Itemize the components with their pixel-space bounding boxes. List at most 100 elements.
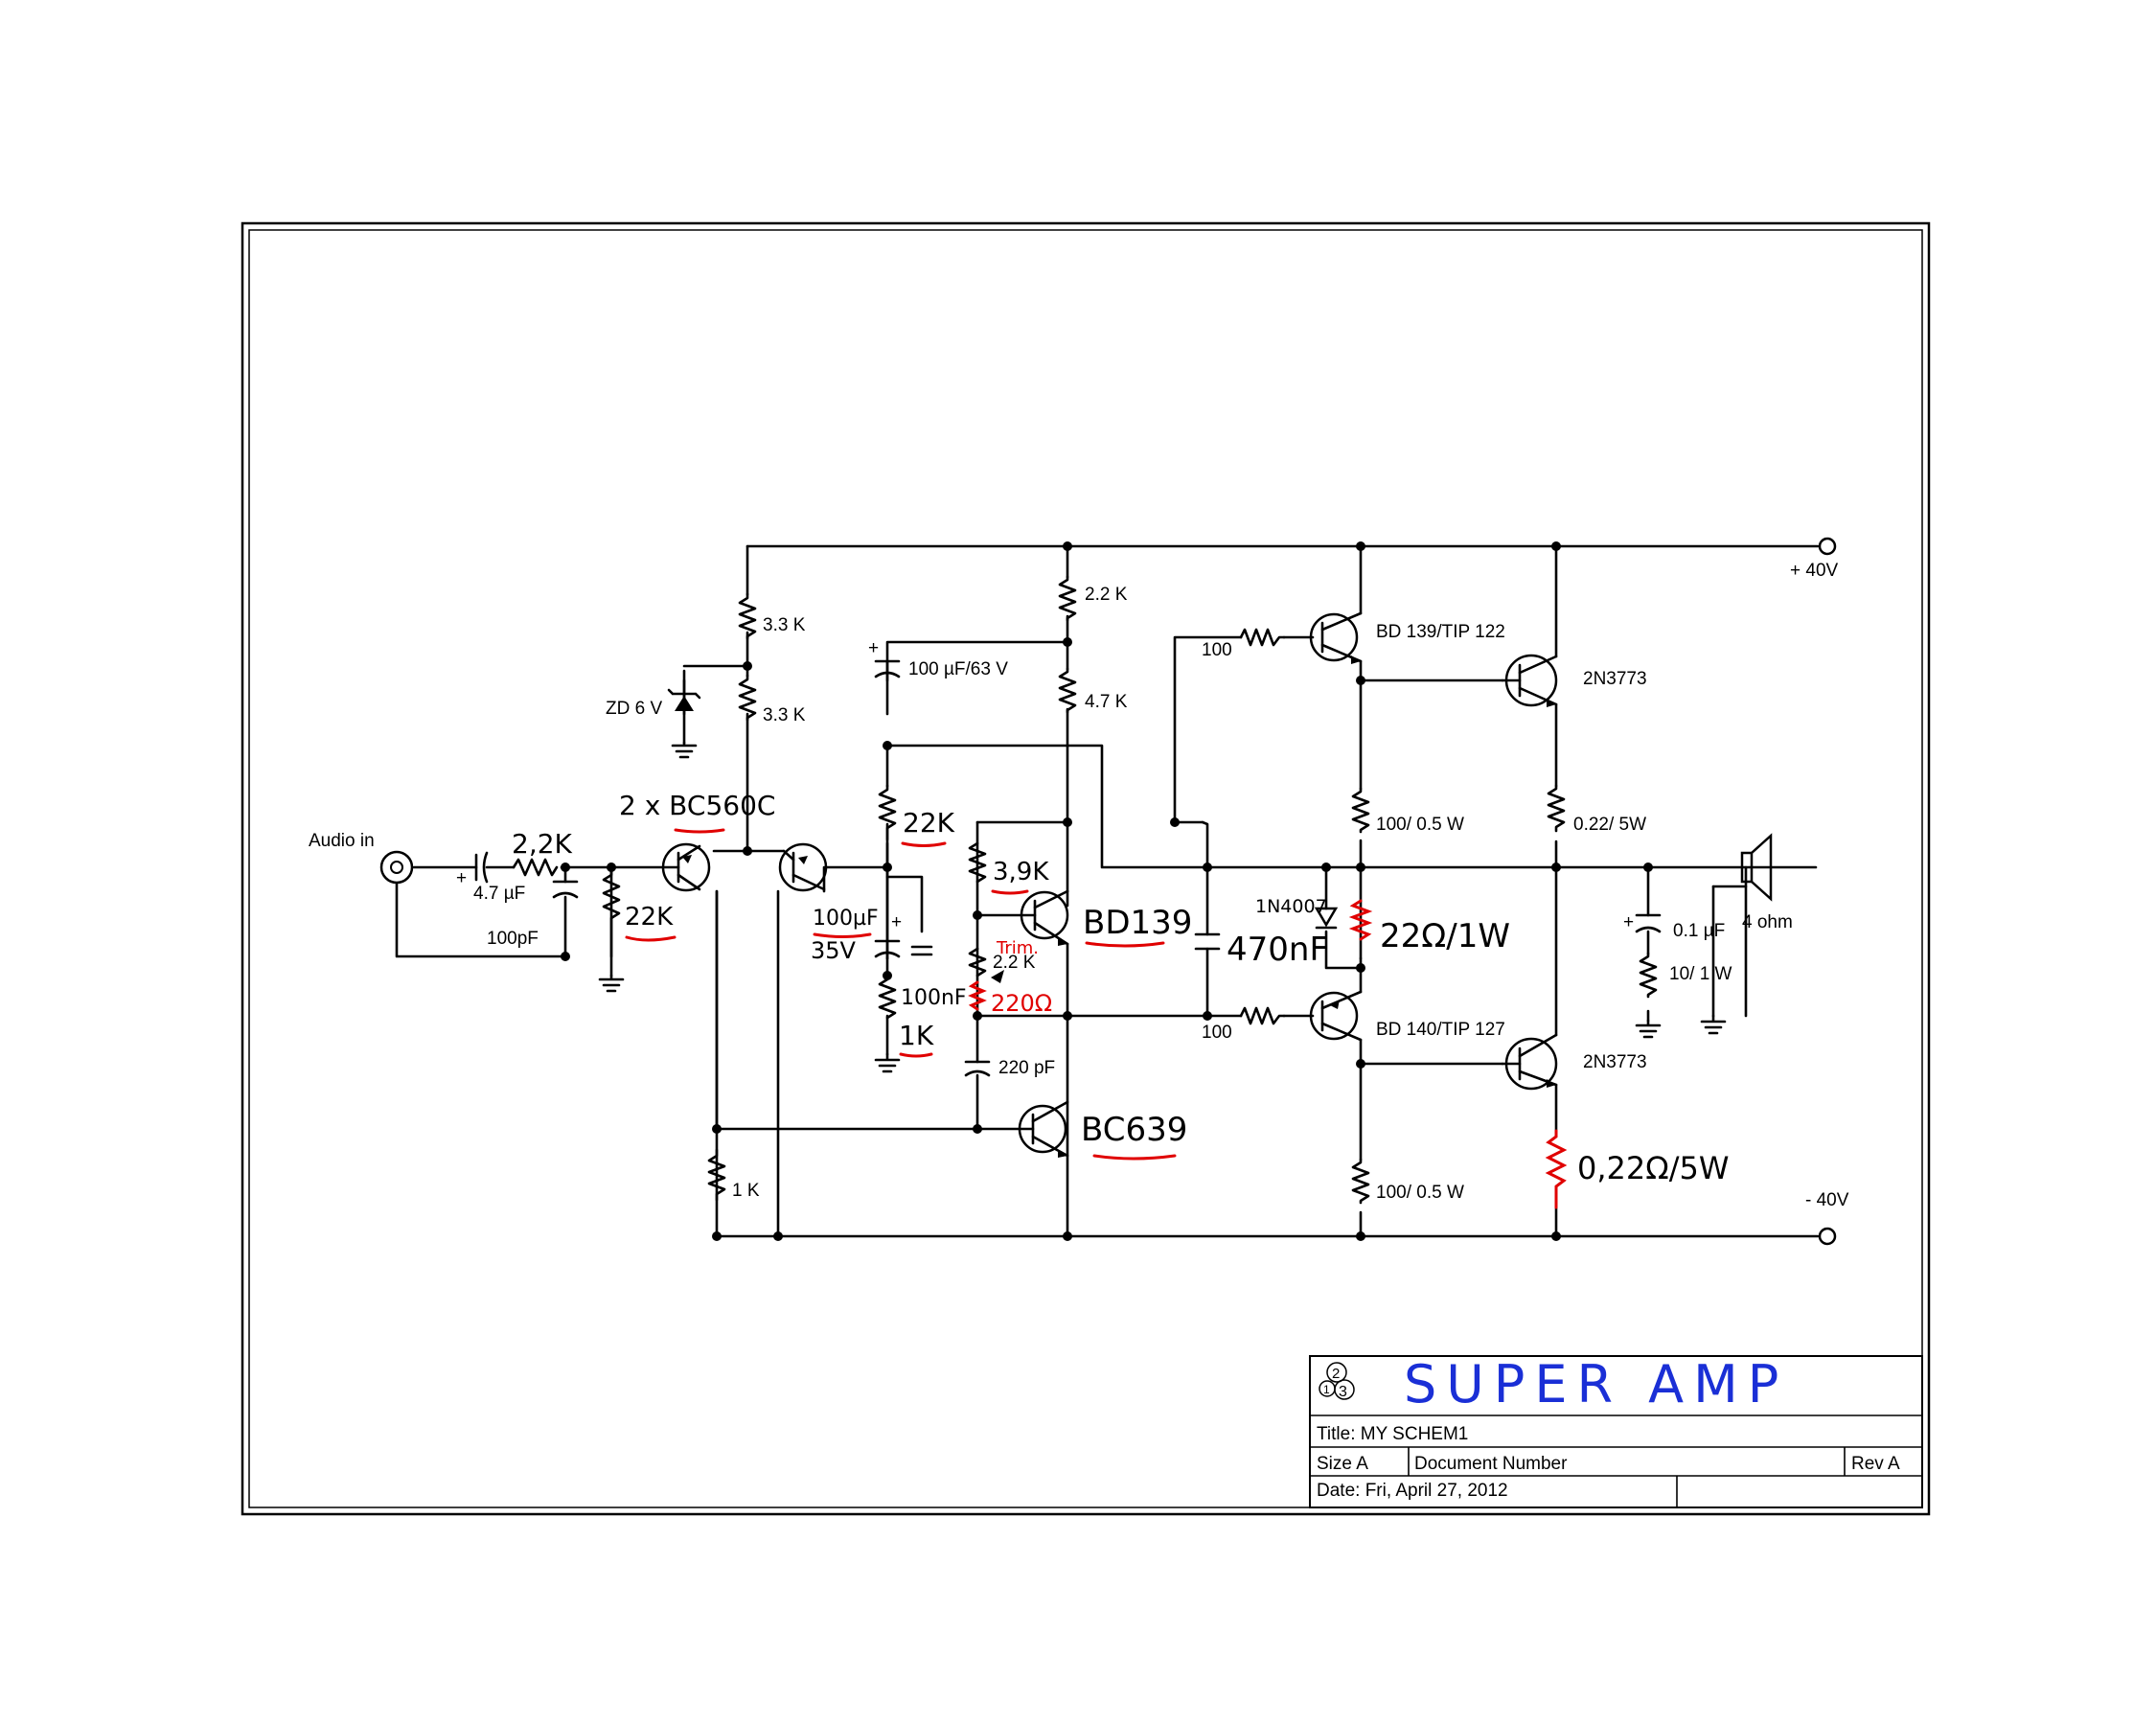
revision: Rev A [1851,1454,1900,1474]
sheet-date: Date: Fri, April 27, 2012 [1317,1481,1508,1501]
hand-1k: 1K [899,1020,934,1051]
label-2k2-top: 2.2 K [1085,585,1128,605]
label-100-05w-bottom: 100/ 0.5 W [1376,1183,1464,1203]
trim-2k2-label: 2.2 K [993,953,1036,973]
resistor-2k2-top [1058,575,1077,622]
cap-100pf-label: 100pF [487,929,539,949]
resistor-22-red [1348,899,1373,941]
underline-3k9 [991,889,1029,895]
hand-35v: 35V [811,937,857,964]
resistor-022-bottom-red [1545,1129,1568,1209]
trimmer-2k2 [968,947,987,978]
label-output-bottom: 2N3773 [1583,1052,1647,1072]
label-driver-top: BD 139/TIP 122 [1376,622,1505,642]
resistor-3k3-top [738,592,757,640]
hand-220: 220Ω [991,990,1052,1017]
cap-4u7-label: 4.7 µF [473,884,525,904]
cap-35v-plus: + [891,912,902,932]
input-capacitor [474,851,489,884]
underline-22k-in [625,935,677,942]
hand-22k-mid: 22K [903,807,955,839]
ground-icon [1700,1014,1727,1035]
logo-123-icon: 2 1 3 [1319,1362,1355,1400]
input-22k-resistor [602,865,621,958]
resistor-3k3-bottom [738,674,757,722]
transistor-driver-bottom [1309,990,1363,1042]
hand-bd139: BD139 [1083,904,1192,942]
outer-frame [241,221,1931,1516]
diode-1n4007 [1314,907,1339,930]
plus-40v-label: + 40V [1790,561,1839,581]
hand-bc560c: 2 x BC560C [619,790,775,821]
transistor-q2-bc560c [778,842,828,892]
speaker-label: 4 ohm [1742,912,1793,932]
transistor-bd139-bias [1020,889,1069,946]
title-block: 2 1 3 SUPER AMP Title: MY SCHEM1 Size A … [1309,1354,1923,1508]
label-1k: 1 K [732,1181,760,1201]
cap-01uf [1635,913,1662,933]
transistor-bc639 [1018,1100,1069,1158]
label-3k3-top: 3.3 K [763,615,806,635]
cap-plus-sign: + [456,868,467,888]
resistor-100-05w-bottom [1351,1158,1370,1205]
underline-100uf [813,932,872,938]
audio-input-jack [379,850,414,885]
inner-frame [248,229,1923,1508]
label-022-top: 0.22/ 5W [1573,815,1646,835]
resistor-100-top [1239,628,1286,647]
cap-100pf [552,880,579,899]
transistor-output-bottom [1501,1033,1558,1091]
label-100-05w-top: 100/ 0.5 W [1376,815,1464,835]
audio-in-label: Audio in [309,831,375,851]
hand-100uf: 100µF [813,907,879,931]
resistor-1k [707,1148,726,1202]
hand-3k9: 3,9K [993,858,1049,886]
cap-100u-plus: + [868,638,879,658]
minus-40v-terminal [1818,1227,1837,1246]
resistor-220-red [968,980,987,1011]
ground-icon [1635,1019,1662,1039]
cap-220pf [964,1060,991,1077]
hand-022-5w: 0,22Ω/5W [1577,1150,1729,1186]
transistor-driver-top [1309,611,1363,664]
hand-trim: Trim. [996,938,1039,958]
label-100-top: 100 [1202,640,1232,660]
input-resistor [512,858,559,877]
ground-icon [671,741,698,759]
svg-text:3: 3 [1339,1384,1347,1400]
hand-bc639: BC639 [1081,1111,1187,1149]
junction-dots [561,541,1653,1241]
svg-text:1: 1 [1323,1383,1330,1396]
ground-icon [598,974,625,993]
zener-diode [667,678,701,716]
label-4k7: 4.7 K [1085,692,1128,712]
underline-1k [899,1052,933,1058]
plus-40v-terminal [1818,537,1837,556]
cap-100uf-35v [874,939,933,958]
resistor-100-05w-top [1351,787,1370,834]
resistor-100-bottom [1239,1006,1286,1025]
underline-22k-mid [901,841,947,847]
hand-100nf: 100nF [901,986,967,1010]
trimmer-arrow-icon [991,970,1004,983]
transistor-output-top [1501,654,1558,707]
ground-icon [874,1052,901,1073]
resistor-022-top [1547,784,1566,833]
label-10-1w: 10/ 1 W [1669,964,1732,984]
sheet-title: Title: MY SCHEM1 [1317,1424,1468,1444]
svg-text:2: 2 [1332,1366,1340,1382]
label-output-top: 2N3773 [1583,669,1647,689]
resistor-1k-mid [878,974,897,1020]
zener-label: ZD 6 V [606,699,662,719]
document-number: Document Number [1414,1454,1568,1474]
label-driver-bottom: BD 140/TIP 127 [1376,1020,1505,1040]
hand-22-1w: 22Ω/1W [1380,917,1510,955]
cap-01u-label: 0.1 µF [1673,921,1725,941]
resistor-10-1w [1639,952,1658,999]
handwritten-title: SUPER AMP [1404,1354,1788,1414]
hand-470nf: 470nF [1227,931,1328,969]
hand-22k-in: 22K [625,903,674,932]
transistor-q1-bc560c [661,842,711,892]
cap-100u-label: 100 µF/63 V [908,659,1008,679]
underline-bc560c [674,828,725,834]
